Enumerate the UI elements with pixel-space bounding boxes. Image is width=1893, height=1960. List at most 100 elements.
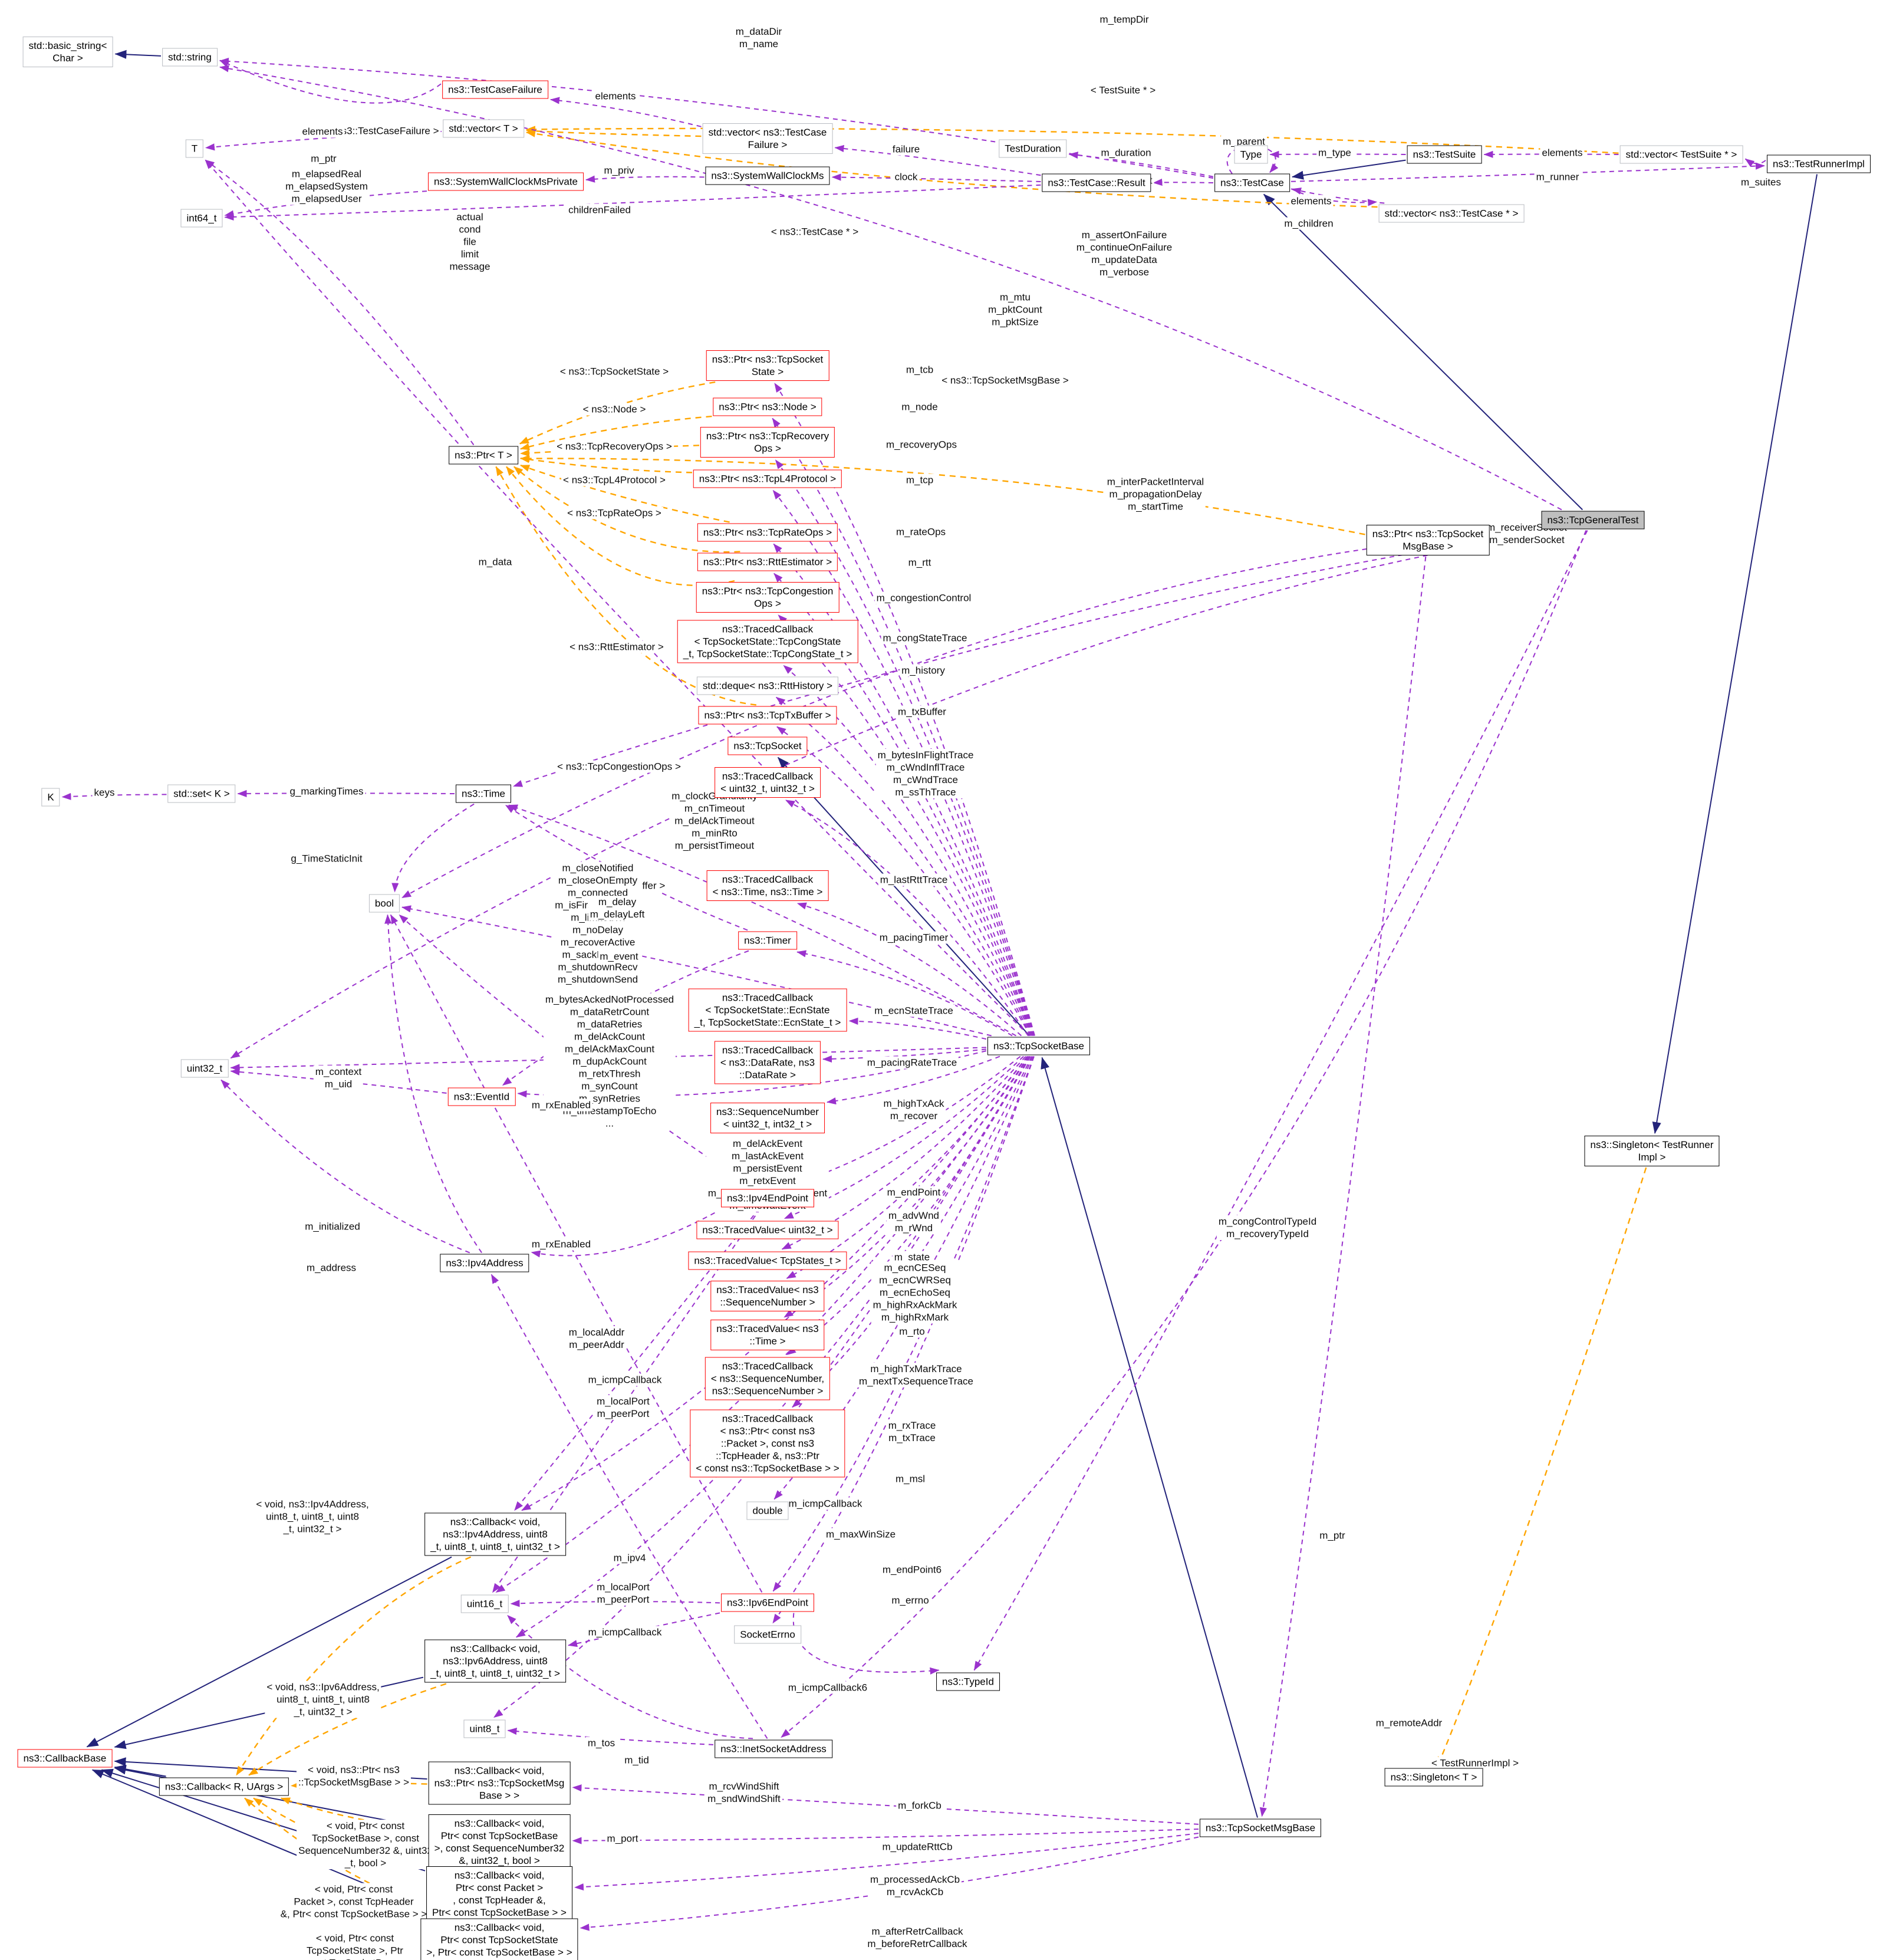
class-node-testCaseResult[interactable]: ns3::TestCase::Result	[1042, 173, 1151, 192]
class-node-swcmPrivate[interactable]: ns3::SystemWallClockMsPrivate	[427, 172, 584, 191]
class-node-tcEcn[interactable]: ns3::TracedCallback< TcpSocketState::Ecn…	[688, 988, 847, 1032]
class-node-label-line: ns3::TracedValue< TcpStates_t >	[694, 1255, 841, 1267]
class-node-typeId[interactable]: ns3::TypeId	[936, 1672, 1000, 1691]
class-node-dbl[interactable]: double	[746, 1501, 789, 1520]
class-node-cbMsgBase[interactable]: ns3::Callback< void,ns3::Ptr< ns3::TcpSo…	[428, 1761, 571, 1805]
class-node-timer[interactable]: ns3::Timer	[738, 931, 797, 950]
class-node-cbR[interactable]: ns3::Callback< R, UArgs >	[159, 1777, 289, 1796]
class-node-tcpSocketBase[interactable]: ns3::TcpSocketBase	[987, 1037, 1091, 1055]
class-node-tcpGeneralTest[interactable]: ns3::TcpGeneralTest	[1541, 511, 1645, 530]
edge-member-ipv4Addr-uint32	[220, 1079, 470, 1254]
class-node-tvU32[interactable]: ns3::TracedValue< uint32_t >	[696, 1221, 839, 1239]
class-node-typeBox[interactable]: Type	[1234, 145, 1268, 164]
class-node-basicString[interactable]: std::basic_string<Char >	[22, 37, 113, 67]
class-node-vectorT[interactable]: std::vector< T >	[443, 119, 524, 138]
class-node-ptrNode[interactable]: ns3::Ptr< ns3::Node >	[713, 397, 822, 416]
edge-member-vectorTCF-testCaseFailure	[550, 97, 702, 127]
class-node-label-line: , const TcpHeader &,	[453, 1895, 546, 1906]
edge-label-m_highTxAck: m_highTxAck m_recover	[881, 1097, 946, 1122]
class-node-cbIpv4[interactable]: ns3::Callback< void,ns3::Ipv4Address, ui…	[424, 1512, 566, 1556]
edge-member-tcpSocketBase-tcTime	[796, 902, 1022, 1037]
class-node-label-line: ns3::Singleton< TestRunner	[1590, 1139, 1714, 1150]
class-node-cbPkt[interactable]: ns3::Callback< void,Ptr< const Packet >,…	[426, 1866, 572, 1922]
class-node-K[interactable]: K	[41, 788, 60, 807]
class-node-label-line: std::deque< ns3::RttHistory >	[702, 680, 833, 692]
class-node-cbSeqNum[interactable]: ns3::Callback< void,Ptr< const TcpSocket…	[428, 1814, 571, 1870]
class-node-sockErrno[interactable]: SocketErrno	[734, 1625, 801, 1644]
class-node-label-line: ns3::Ipv6EndPoint	[727, 1597, 808, 1609]
edge-inherit-stdString-basicString	[114, 50, 162, 59]
class-node-label-line: ns3::TcpSocketBase	[993, 1040, 1085, 1052]
class-node-tcpSocketMsgBase[interactable]: ns3::TcpSocketMsgBase	[1199, 1818, 1322, 1837]
class-node-eventId[interactable]: ns3::EventId	[447, 1087, 516, 1106]
edge-label-actual: actual cond file limit message	[447, 211, 492, 273]
class-node-tcPkt[interactable]: ns3::TracedCallback< ns3::Ptr< const ns3…	[690, 1409, 845, 1478]
class-node-label-line: std::string	[168, 51, 212, 63]
class-node-uint8[interactable]: uint8_t	[463, 1719, 506, 1738]
class-node-testRunnerImpl[interactable]: ns3::TestRunnerImpl	[1767, 154, 1871, 173]
class-node-ptrTxBuf[interactable]: ns3::Ptr< ns3::TcpTxBuffer >	[698, 706, 837, 725]
class-node-int64[interactable]: int64_t	[180, 209, 223, 228]
class-node-tcU32[interactable]: ns3::TracedCallback< uint32_t, uint32_t …	[715, 767, 821, 798]
edge-member-tcpSocketBase-tcEcn	[848, 1017, 987, 1040]
class-node-label-line: ns3::TcpGeneralTest	[1547, 514, 1639, 526]
class-node-label-line: < ns3::SequenceNumber,	[710, 1373, 825, 1385]
class-node-label-line: ns3::TcpSocketMsgBase	[1205, 1822, 1316, 1834]
class-node-label-line: _t, TcpSocketState::TcpCongState_t >	[683, 648, 852, 660]
class-node-tcDataRate[interactable]: ns3::TracedCallback< ns3::DataRate, ns3:…	[714, 1041, 821, 1084]
class-node-tvSeq[interactable]: ns3::TracedValue< ns3::SequenceNumber >	[710, 1281, 825, 1311]
edge-member-tcpSocketMsgBase-cbMsgBase	[572, 1784, 1199, 1825]
class-node-tcpSocket[interactable]: ns3::TcpSocket	[727, 736, 808, 755]
edge-template-vectorTCF-vectorT	[526, 129, 702, 137]
edge-label-m_pacingRateTrace: m_pacingRateTrace	[865, 1056, 959, 1069]
edge-template-cbIpv6-cbR	[248, 1683, 447, 1776]
class-node-label-line: std::basic_string<	[28, 40, 107, 51]
class-node-testSuite[interactable]: ns3::TestSuite	[1407, 145, 1482, 164]
class-node-singletonT[interactable]: ns3::Singleton< T >	[1384, 1768, 1483, 1787]
class-node-ptrL4[interactable]: ns3::Ptr< ns3::TcpL4Protocol >	[693, 469, 842, 488]
class-node-callbackBase[interactable]: ns3::CallbackBase	[17, 1749, 113, 1768]
class-node-testCaseFailure[interactable]: ns3::TestCaseFailure	[442, 80, 548, 99]
class-node-label-line: ns3::TcpSocket	[733, 740, 802, 752]
edge-label-m_localAddr: m_localAddr m_peerAddr	[567, 1326, 627, 1351]
class-node-vectorTSP[interactable]: std::vector< TestSuite * >	[1619, 145, 1743, 164]
class-node-T[interactable]: T	[185, 139, 204, 158]
class-node-stdString[interactable]: std::string	[162, 48, 218, 67]
class-node-ptrT[interactable]: ns3::Ptr< T >	[449, 446, 518, 465]
class-node-ptrRtt[interactable]: ns3::Ptr< ns3::RttEstimator >	[697, 553, 838, 571]
class-node-label-line: int64_t	[186, 212, 217, 224]
class-node-cbState[interactable]: ns3::Callback< void,Ptr< const TcpSocket…	[420, 1918, 578, 1960]
class-node-ptrRateOps[interactable]: ns3::Ptr< ns3::TcpRateOps >	[697, 523, 838, 542]
class-node-ipv4EP[interactable]: ns3::Ipv4EndPoint	[721, 1189, 814, 1208]
class-node-tcCong[interactable]: ns3::TracedCallback< TcpSocketState::Tcp…	[677, 620, 858, 663]
class-node-uint16[interactable]: uint16_t	[460, 1594, 509, 1613]
class-node-seqNum[interactable]: ns3::SequenceNumber< uint32_t, int32_t >	[710, 1103, 825, 1133]
edge-member-tcpSocketBase-tcCong	[783, 665, 1033, 1036]
class-node-tvStates[interactable]: ns3::TracedValue< TcpStates_t >	[688, 1251, 847, 1270]
class-node-testCase[interactable]: ns3::TestCase	[1214, 173, 1290, 192]
class-node-tvTime[interactable]: ns3::TracedValue< ns3::Time >	[710, 1320, 825, 1350]
edge-member-tcpSocketBase-ptrRecovery	[775, 459, 1035, 1036]
class-node-time[interactable]: ns3::Time	[455, 784, 512, 803]
class-node-uint32[interactable]: uint32_t	[180, 1059, 229, 1078]
class-node-ipv6EP[interactable]: ns3::Ipv6EndPoint	[721, 1593, 814, 1612]
class-node-tcSeqSeq[interactable]: ns3::TracedCallback< ns3::SequenceNumber…	[704, 1357, 831, 1400]
class-node-cbIpv6[interactable]: ns3::Callback< void,ns3::Ipv6Address, ui…	[424, 1639, 566, 1683]
class-node-tcTime[interactable]: ns3::TracedCallback< ns3::Time, ns3::Tim…	[706, 870, 829, 901]
class-node-vectorTCP[interactable]: std::vector< ns3::TestCase * >	[1378, 204, 1525, 223]
class-node-bool[interactable]: bool	[368, 894, 400, 913]
class-node-inetSock[interactable]: ns3::InetSocketAddress	[715, 1739, 832, 1758]
class-node-stdSet[interactable]: std::set< K >	[167, 784, 236, 803]
class-node-testDuration[interactable]: TestDuration	[999, 139, 1067, 158]
class-node-ipv4Addr[interactable]: ns3::Ipv4Address	[440, 1254, 529, 1272]
class-node-swcm[interactable]: ns3::SystemWallClockMs	[705, 166, 830, 185]
edge-label-m_bytesInFlightTrace: m_bytesInFlightTrace m_cWndInflTrace m_c…	[875, 749, 976, 798]
class-node-dequeRtt[interactable]: std::deque< ns3::RttHistory >	[696, 676, 839, 695]
edge-label-m_children: m_children	[1282, 217, 1335, 230]
